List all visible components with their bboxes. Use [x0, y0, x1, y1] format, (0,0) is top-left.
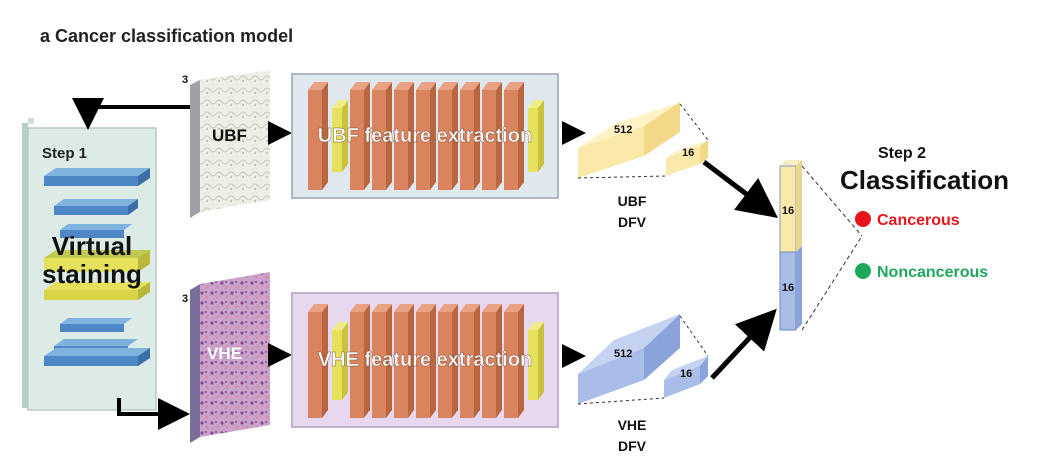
combined-bottom-label: 16	[782, 282, 794, 294]
conv-layer	[416, 90, 430, 190]
conv-layer	[504, 312, 518, 418]
vhe-vector-512	[578, 314, 680, 404]
step1-label: Step 1	[42, 145, 87, 162]
ubf-channel-count: 3	[182, 74, 188, 86]
conv-layer	[394, 90, 408, 190]
conv-layer	[372, 90, 386, 190]
ubf-feature-extraction-panel: UBF feature extraction	[291, 73, 559, 199]
ubf-dfv-line2: DFV	[618, 214, 647, 230]
conv-layer	[460, 90, 474, 190]
combined-feature-vector	[779, 160, 802, 331]
virtual-staining-line1: Virtual	[52, 231, 132, 261]
pooling-layer	[332, 330, 342, 400]
combined-top-label: 16	[782, 205, 794, 217]
step1-panel: Step 1 Virtual staini	[22, 118, 157, 411]
arrow-ubf-to-step1	[72, 98, 190, 130]
vhe-image-tile	[190, 272, 270, 443]
vhe-vector-512-label: 512	[614, 348, 632, 360]
ubf-vector-512	[578, 102, 680, 178]
conv-layer	[350, 90, 364, 190]
arrow-ubf-to-combined	[702, 160, 778, 219]
arrow-vhe-to-combined	[710, 308, 777, 380]
vhe-vector-16	[664, 356, 708, 398]
pooling-layer	[528, 108, 538, 172]
ubf-extraction-label: UBF feature extraction	[318, 125, 533, 147]
ubf-vector-16	[666, 140, 708, 176]
conv-layer	[308, 90, 322, 190]
noncancerous-label: Noncancerous	[877, 264, 988, 281]
conv-layer	[482, 312, 496, 418]
conv-layer	[504, 90, 518, 190]
ubf-vector-16-label: 16	[682, 147, 694, 159]
conv-layer	[308, 312, 322, 418]
pooling-layer	[332, 108, 342, 172]
classification-title: Classification	[840, 165, 1009, 195]
vhe-vector-16-label: 16	[680, 368, 692, 380]
ubf-image-tile	[190, 70, 270, 218]
conv-layer	[350, 312, 364, 418]
conv-layer	[460, 312, 474, 418]
vhe-input-label: VHE	[207, 344, 242, 363]
conv-layer	[438, 312, 452, 418]
virtual-staining-network-icon	[44, 168, 150, 366]
figure-title: a Cancer classification model	[40, 26, 293, 46]
conv-layer	[394, 312, 408, 418]
vhe-dfv-line2: DFV	[618, 438, 647, 454]
vhe-feature-extraction-panel: VHE feature extraction	[291, 292, 559, 428]
ubf-vector-512-label: 512	[614, 124, 632, 136]
pooling-layer	[528, 330, 538, 400]
noncancerous-dot-icon	[855, 263, 871, 279]
vhe-conv-layers	[308, 304, 544, 418]
cancerous-dot-icon	[855, 211, 871, 227]
cancerous-label: Cancerous	[877, 212, 960, 229]
ubf-dfv-line1: UBF	[618, 193, 647, 209]
step2-label: Step 2	[878, 145, 926, 162]
vhe-dfv-line1: VHE	[618, 417, 647, 433]
vhe-extraction-label: VHE feature extraction	[318, 349, 533, 371]
conv-layer	[438, 90, 452, 190]
ubf-input-label: UBF	[212, 126, 247, 145]
conv-layer	[372, 312, 386, 418]
conv-layer	[482, 90, 496, 190]
arrow-step1-to-vhe	[117, 398, 190, 430]
conv-layer	[416, 312, 430, 418]
vhe-channel-count: 3	[182, 293, 188, 305]
virtual-staining-line2: staining	[42, 259, 142, 289]
ubf-conv-layers	[308, 82, 544, 190]
